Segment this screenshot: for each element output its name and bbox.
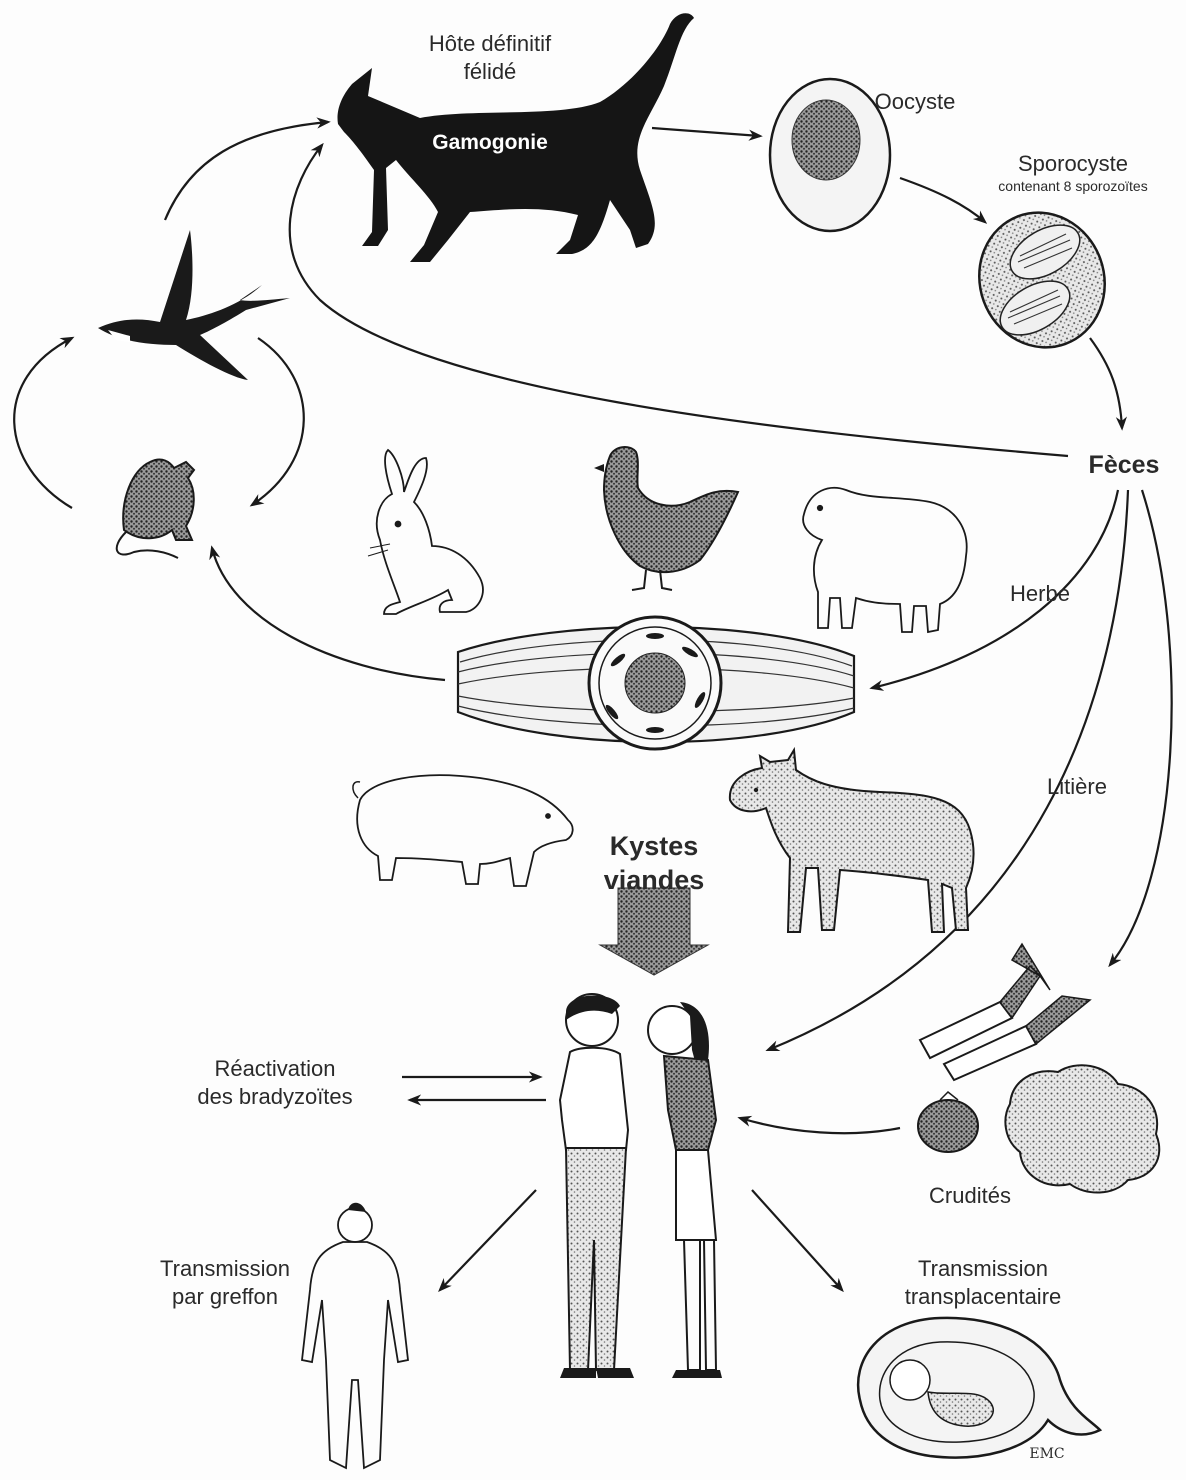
arrow-sporocyst-to-feces [1090,338,1122,428]
host-label-line1: Hôte définitif [400,30,580,58]
fetus-uterus-icon [858,1318,1100,1458]
greffon-line2: par greffon [130,1283,320,1311]
transplacentaire-label: Transmission transplacentaire [888,1255,1078,1310]
sheep-icon [803,488,967,632]
reactivation-line1: Réactivation [180,1055,370,1083]
feces-label: Fèces [1074,450,1174,481]
man-icon [560,994,634,1378]
sporocyste-subtitle: contenant 8 sporozoïtes [960,178,1186,196]
pig-icon [353,775,573,886]
meat-cysts-arrow [600,888,708,975]
kystes-line1: Kystes [584,830,724,864]
oocyste-label: Oocyste [855,88,975,116]
arrow-feces-crudites [1110,490,1172,965]
reactivation-label: Réactivation des bradyzoïtes [180,1055,370,1110]
woman-icon [648,1002,722,1378]
arrow-bird-to-cat [165,122,328,220]
bird-icon [98,230,290,380]
lettuce-icon [1005,1065,1159,1192]
arrow-humans-to-fetus [752,1190,842,1290]
sporocyst-icon [960,195,1123,365]
rabbit-icon [368,450,483,614]
greffon-label: Transmission par greffon [130,1255,320,1310]
transplant-body-icon [302,1203,408,1468]
arrow-bird-to-mouse [252,338,304,505]
emc-signature: EMC [1022,1446,1072,1464]
leek-icon [920,944,1090,1080]
arrow-feces-to-cat [290,145,1068,456]
crudites-label: Crudités [920,1182,1020,1210]
kystes-viandes-label: Kystes viandes [584,830,724,898]
reactivation-line2: des bradyzoïtes [180,1083,370,1111]
arrow-mouse-to-bird [14,338,72,508]
mouse-icon [117,460,194,558]
muscle-cyst-icon [458,617,854,749]
arrow-cat-to-oocyst [652,128,760,136]
chicken-icon [594,447,738,590]
herbe-label: Herbe [995,580,1085,608]
kystes-line2: viandes [584,864,724,898]
sporocyste-label: Sporocyste contenant 8 sporozoïtes [960,150,1186,195]
host-label-line2: félidé [400,58,580,86]
berries-icon [918,1092,978,1152]
litiere-label: Litière [1022,773,1132,801]
greffon-line1: Transmission [130,1255,320,1283]
arrow-crudites-to-humans [740,1118,900,1133]
sporocyste-title: Sporocyste [960,150,1186,178]
cow-icon [730,750,974,932]
arrow-feces-litiere [768,490,1128,1050]
arrow-humans-to-graft [440,1190,536,1290]
host-label: Hôte définitif félidé [400,30,580,85]
arrow-cyst-to-mouse [212,548,445,680]
gamogonie-label: Gamogonie [420,130,560,156]
transplac-line1: Transmission [888,1255,1078,1283]
transplac-line2: transplacentaire [888,1283,1078,1311]
